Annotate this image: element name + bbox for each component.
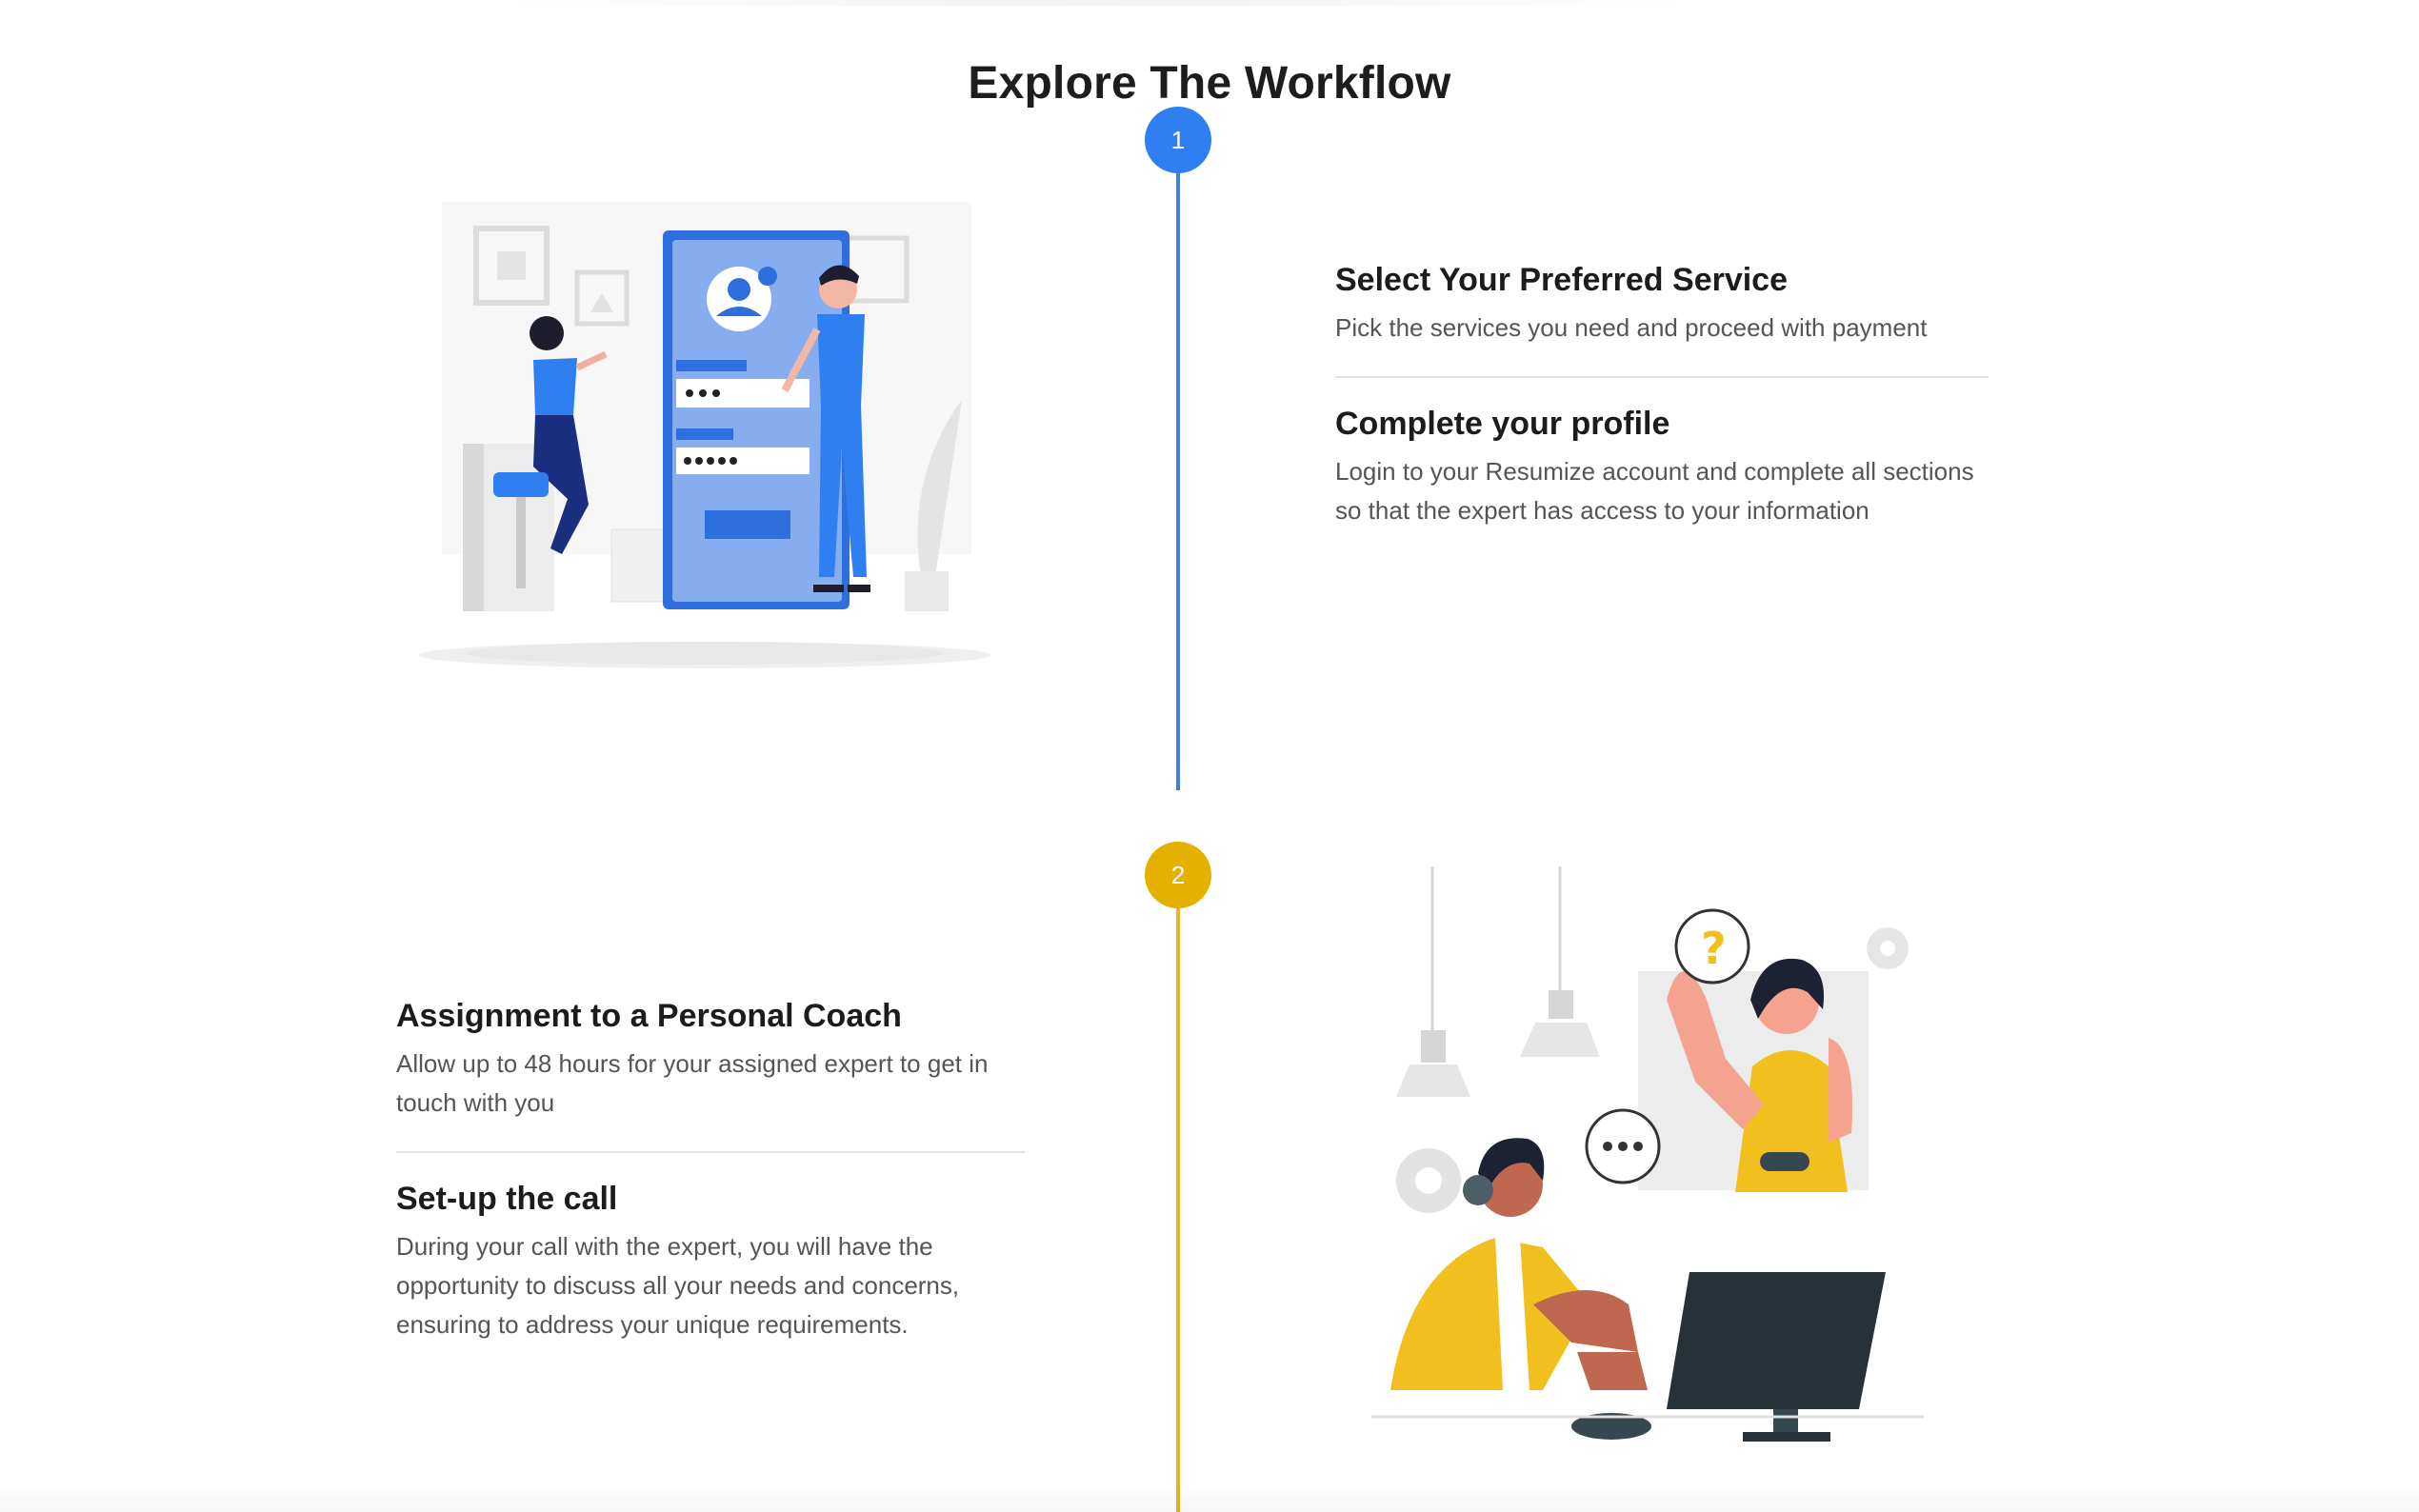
- step-badge-2: 2: [1145, 842, 1211, 908]
- step-2-item-1-description: Allow up to 48 hours for your assigned e…: [396, 1049, 989, 1117]
- timeline-line-step-1: [1176, 141, 1180, 790]
- page-title: Explore The Workflow: [968, 58, 1451, 109]
- step-2-item-1-title: Assignment to a Personal Coach: [396, 998, 902, 1034]
- step-1-item-2-description: Login to your Resumize account and compl…: [1335, 457, 1974, 525]
- step-1-divider: [1335, 376, 1989, 378]
- step-1-item-2-title: Complete your profile: [1335, 406, 1670, 442]
- bottom-shadow: [0, 1485, 2419, 1512]
- step-2-item-2-title: Set-up the call: [396, 1181, 618, 1217]
- step-1-details: Select Your Preferred Service Pick the s…: [1335, 259, 1989, 530]
- support-call-illustration: ?: [1352, 857, 1943, 1447]
- online-signup-illustration: [390, 190, 1019, 686]
- svg-text:?: ?: [1701, 923, 1727, 974]
- step-1-item-1-description: Pick the services you need and proceed w…: [1335, 313, 1928, 342]
- step-2-item-2-description: During your call with the expert, you wi…: [396, 1232, 960, 1339]
- step-2-details: Assignment to a Personal Coach Allow up …: [396, 995, 1025, 1344]
- step-1-item-1-title: Select Your Preferred Service: [1335, 262, 1789, 298]
- step-badge-1: 1: [1145, 107, 1211, 173]
- top-divider: [495, 0, 1695, 6]
- timeline-line-step-2: [1176, 876, 1180, 1512]
- step-2-divider: [396, 1151, 1025, 1153]
